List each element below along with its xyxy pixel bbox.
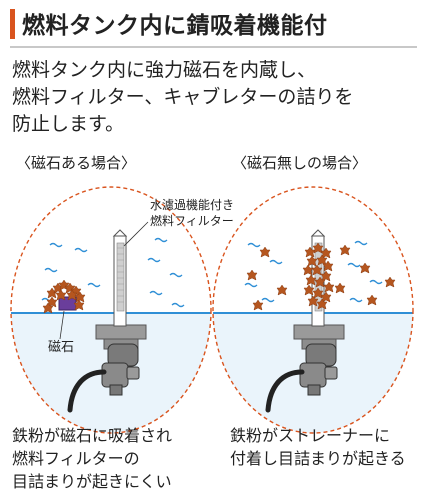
- right-caption: 〈磁石無しの場合〉: [232, 154, 368, 172]
- left-result-line-1: 鉄粉が磁石に吸着され: [12, 426, 173, 445]
- left-caption: 〈磁石ある場合〉: [16, 154, 137, 172]
- description-line-2: 燃料フィルター、キャブレターの詰りを: [12, 86, 354, 108]
- filter-label-line-1: 水濾過機能付き: [150, 198, 235, 212]
- description-line-3: 防止します。: [12, 113, 125, 135]
- title-accent-bar: [10, 9, 15, 39]
- right-result-line-2: 付着し目詰まりが起きる: [230, 449, 406, 468]
- filter-label-line-2: 燃料フィルター: [150, 214, 234, 228]
- description-line-1: 燃料タンク内に強力磁石を内蔵し、: [12, 59, 317, 81]
- magnet-label: 磁石: [48, 340, 75, 355]
- title-divider: [10, 46, 417, 48]
- left-result-line-2: 燃料フィルターの: [12, 449, 140, 468]
- page-title: 燃料タンク内に錆吸着機能付: [22, 13, 328, 39]
- left-result-line-3: 目詰まりが起きにくい: [12, 472, 172, 491]
- right-result-line-1: 鉄粉がストレーナーに: [230, 426, 391, 445]
